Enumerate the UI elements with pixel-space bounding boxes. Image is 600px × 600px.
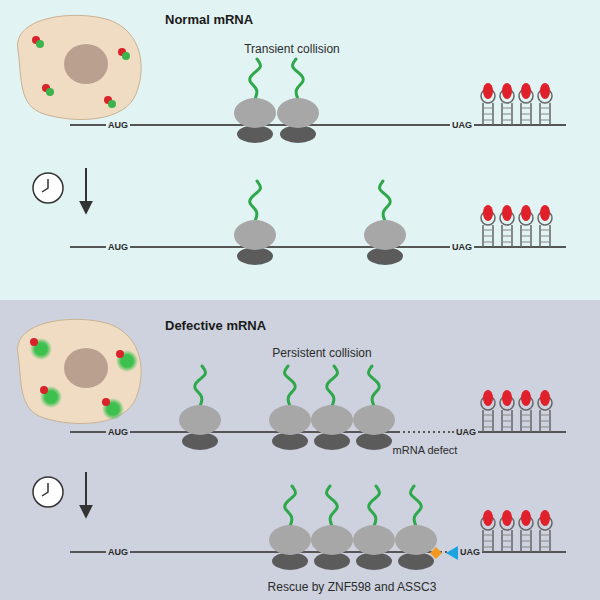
cell-icon <box>18 319 142 423</box>
ribosome <box>353 486 395 570</box>
panel: Defective mRNA <box>0 300 600 600</box>
ribosome <box>311 366 353 450</box>
mrna-strand <box>70 205 566 247</box>
event-label: Transient collision <box>242 43 342 57</box>
defect-label: mRNA defect <box>391 444 460 457</box>
ribosome <box>269 366 311 450</box>
ribosome <box>364 181 406 265</box>
ribosome <box>234 181 276 265</box>
panel-ground <box>0 300 600 600</box>
codon-label: AUG <box>106 242 130 252</box>
codon-label: AUG <box>106 547 130 557</box>
codon-label: AUG <box>106 427 130 437</box>
codon-label: UAG <box>454 427 478 437</box>
codon-label: UAG <box>458 547 482 557</box>
znf598-symbol <box>430 547 442 559</box>
ribosome <box>179 366 221 450</box>
event-label: Persistent collision <box>270 347 373 361</box>
time-arrow <box>85 168 87 212</box>
codon-label: UAG <box>450 120 474 130</box>
codon-label: UAG <box>450 242 474 252</box>
panel-heading: Defective mRNA <box>165 318 266 333</box>
rescue-label: Rescue by ZNF598 and ASSC3 <box>266 581 439 595</box>
ribosome <box>395 486 437 570</box>
panel-ground <box>0 0 600 300</box>
mrna-strand <box>70 83 566 125</box>
ribosome <box>269 486 311 570</box>
cell-icon <box>18 15 142 119</box>
time-arrow <box>85 472 87 516</box>
ribosome <box>311 486 353 570</box>
codon-label: AUG <box>106 120 130 130</box>
clock-icon <box>33 173 63 203</box>
ribosome <box>234 59 276 143</box>
clock-icon <box>33 477 63 507</box>
ribosome <box>353 366 395 450</box>
panel-heading: Normal mRNA <box>165 12 253 27</box>
ribosome <box>277 59 319 143</box>
ascc3-symbol <box>446 546 458 560</box>
